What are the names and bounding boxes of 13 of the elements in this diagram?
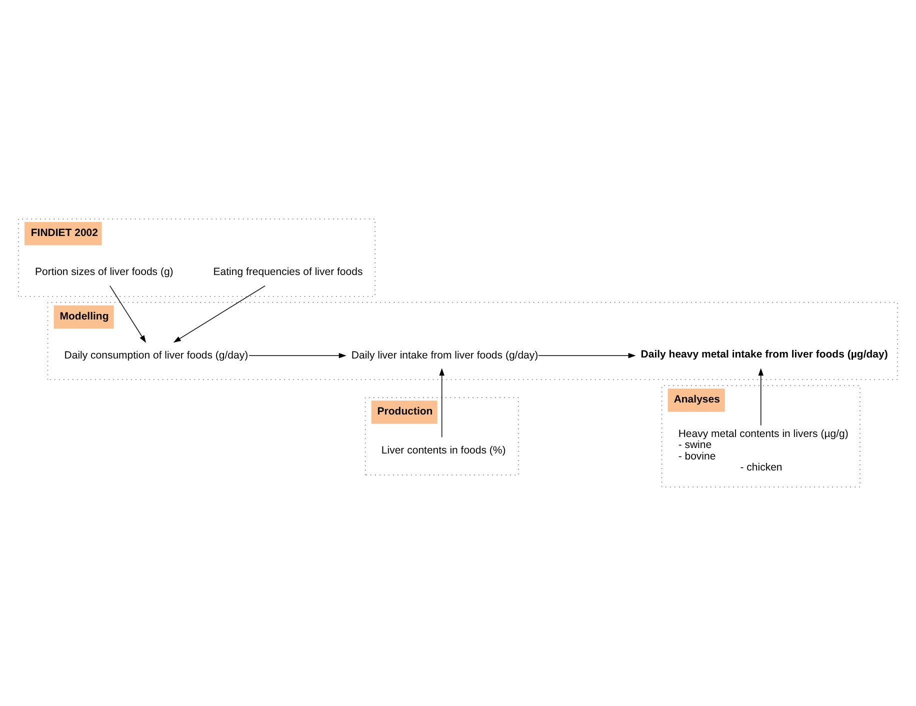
node-text: Daily liver intake from liver foods (g/day) — [351, 349, 538, 362]
node-text: Liver contents in foods (%) — [381, 444, 506, 457]
node-text: Eating frequencies of liver foods — [213, 266, 363, 278]
arrow — [758, 368, 764, 426]
arrow — [439, 368, 444, 438]
node-text: Daily heavy metal intake from liver foods (µg/day) — [640, 348, 888, 361]
node-text: Portion sizes of liver foods (g) — [35, 266, 174, 278]
arrow — [248, 353, 346, 358]
arrow — [538, 353, 636, 358]
node-text: Heavy metal contents in livers (µg/g) - swine - bovine - chicken — [678, 428, 848, 474]
arrow — [173, 285, 266, 343]
arrow — [110, 285, 146, 343]
node-text: Daily consumption of liver foods (g/day) — [64, 349, 248, 362]
